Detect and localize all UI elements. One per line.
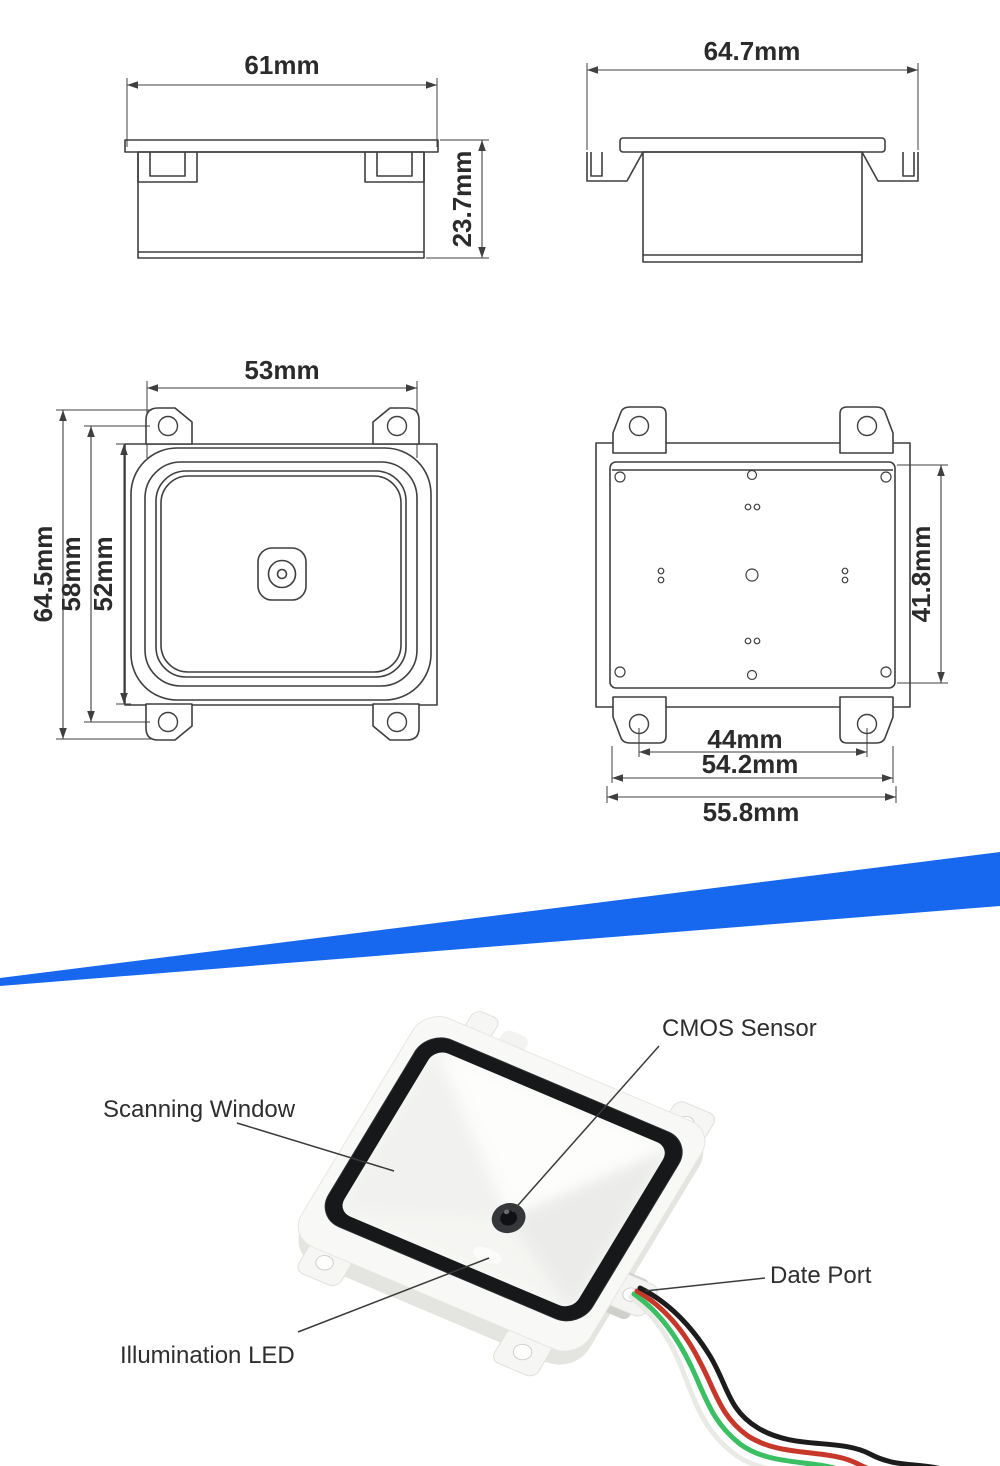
pin-hole xyxy=(744,503,752,511)
outer-box xyxy=(595,442,911,708)
screw-hole xyxy=(614,471,626,483)
mounting-hole xyxy=(856,415,878,437)
cmos-sensor-lens xyxy=(500,1210,518,1226)
body-outline xyxy=(137,151,425,259)
leader-illumination-led xyxy=(297,1257,490,1333)
rear-view: 41.8mm 44mm 54.2mm 55.8mm xyxy=(595,406,948,827)
leader-scanning-window xyxy=(236,1122,395,1172)
width-dimension-label: 53mm xyxy=(244,355,319,385)
window-face xyxy=(337,1048,671,1311)
cable-wire-black xyxy=(637,1285,940,1466)
mounting-hole xyxy=(157,711,179,733)
lens-pupil xyxy=(276,568,288,580)
outer-height-label: 64.5mm xyxy=(28,526,58,623)
screw-hole xyxy=(746,669,758,681)
flange-plate xyxy=(619,137,886,153)
hole-height-label: 58mm xyxy=(56,536,86,611)
shade-left xyxy=(337,1048,509,1219)
pin-hole xyxy=(841,567,849,575)
side-view-a: 61mm 23.7mm xyxy=(124,50,489,259)
back-plate xyxy=(609,461,896,689)
left-clip-outer xyxy=(137,152,198,183)
pin-hole xyxy=(744,637,752,645)
mounting-hole xyxy=(386,415,408,437)
lug-hole xyxy=(315,1255,334,1271)
outer-width-label: 55.8mm xyxy=(703,797,800,827)
window-bezel-outer xyxy=(130,447,432,701)
window-height-label: 52mm xyxy=(88,536,118,611)
top-plate xyxy=(124,139,439,153)
blue-divider xyxy=(0,852,1000,986)
label-scanning-window: Scanning Window xyxy=(103,1096,296,1123)
width-dimension-label: 61mm xyxy=(244,50,319,80)
front-view: 53mm 64.5mm 58mm xyxy=(28,355,438,741)
dimension-drawings: 61mm 23.7mm 64.7mm xyxy=(28,36,948,827)
left-clip-notch xyxy=(149,152,186,177)
screw-hole xyxy=(880,666,892,678)
data-cable xyxy=(628,1285,940,1466)
illumination-led xyxy=(473,1246,502,1264)
pin-hole xyxy=(841,576,849,584)
height-dimension-label: 41.8mm xyxy=(906,526,936,623)
mounting-hole xyxy=(386,711,408,733)
body-outline xyxy=(642,151,863,263)
leader-cmos-sensor xyxy=(511,1045,660,1213)
mounting-hole xyxy=(157,415,179,437)
right-clip-outer xyxy=(364,152,425,183)
cable-wire-red xyxy=(634,1288,869,1466)
shade-top xyxy=(435,1048,671,1219)
label-cmos-sensor: CMOS Sensor xyxy=(662,1015,817,1042)
leader-date-port xyxy=(644,1277,766,1292)
width-dimension-label: 64.7mm xyxy=(704,36,801,66)
screw-hole xyxy=(880,471,892,483)
pin-hole xyxy=(753,637,761,645)
lug-hole xyxy=(512,1343,533,1361)
center-hole xyxy=(745,568,759,582)
height-dimension-label: 23.7mm xyxy=(447,151,477,248)
mid-width-label: 54.2mm xyxy=(702,749,799,779)
hole-spacing-label: 44mm xyxy=(707,724,782,754)
side-view-b: 64.7mm xyxy=(586,36,919,263)
pin-hole xyxy=(657,576,665,584)
lens-highlight xyxy=(503,1209,510,1215)
lens-housing xyxy=(257,547,307,601)
window-bezel-mid xyxy=(144,461,418,687)
right-wing-slot xyxy=(902,152,915,177)
right-wing-outer xyxy=(861,151,919,182)
mounting-hole xyxy=(628,415,650,437)
cable-wire-white xyxy=(628,1294,769,1466)
window-edge xyxy=(160,475,402,673)
lens-ring xyxy=(267,559,297,589)
label-date-port: Date Port xyxy=(770,1262,872,1289)
cable-wire-green xyxy=(631,1291,837,1466)
screw-hole xyxy=(746,469,758,481)
shade-right xyxy=(508,1147,671,1311)
label-illumination-led: Illumination LED xyxy=(120,1342,295,1369)
product-photo: CMOS Sensor Scanning Window Date Port Il… xyxy=(103,1011,940,1466)
pin-hole xyxy=(657,567,665,575)
scanner-module xyxy=(297,1011,715,1377)
left-wing-slot xyxy=(590,152,603,177)
right-clip-notch xyxy=(376,152,413,177)
pin-hole xyxy=(753,503,761,511)
window-bezel-inner xyxy=(155,470,407,678)
left-wing-outer xyxy=(586,151,644,182)
blue-divider-stripe xyxy=(0,852,1000,986)
screw-hole xyxy=(614,666,626,678)
